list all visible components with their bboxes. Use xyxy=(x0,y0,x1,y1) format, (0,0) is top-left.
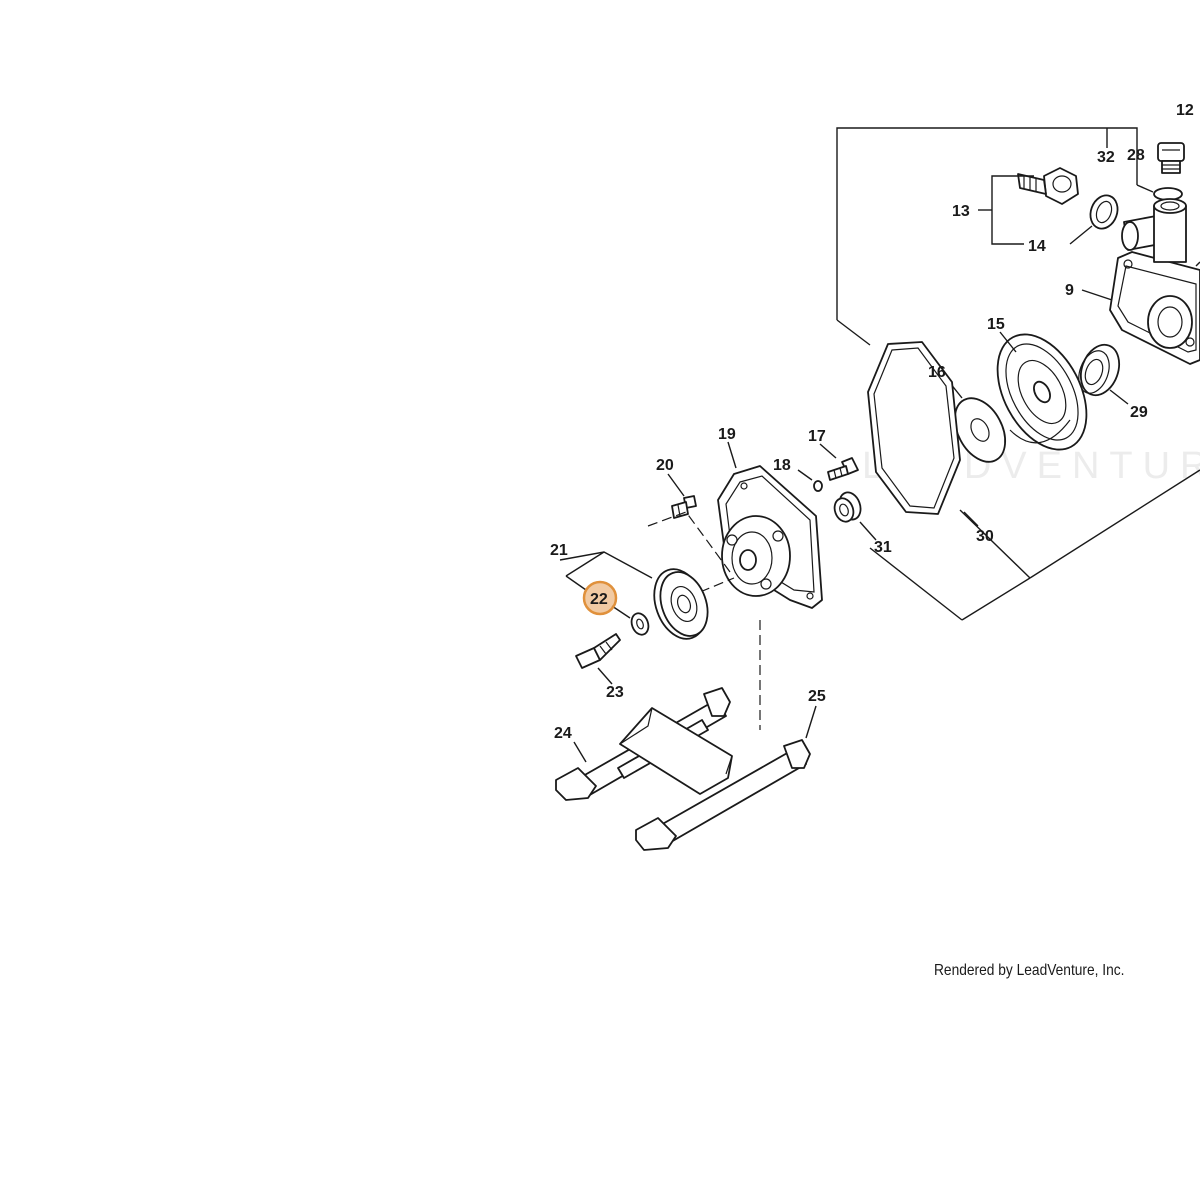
callout-labels: 12 32 28 13 14 9 15 16 29 19 17 18 20 31… xyxy=(550,102,1194,742)
callout-19[interactable]: 19 xyxy=(718,426,736,443)
callout-9[interactable]: 9 xyxy=(1065,282,1074,299)
callout-29[interactable]: 29 xyxy=(1130,404,1148,421)
callout-17[interactable]: 17 xyxy=(808,428,826,445)
bracket-21 xyxy=(559,551,653,591)
bracket-13-14 xyxy=(978,175,1093,245)
part-19-mount-housing[interactable] xyxy=(717,441,823,609)
part-18-small-o-ring[interactable] xyxy=(797,469,823,492)
callout-24[interactable]: 24 xyxy=(554,725,572,742)
callout-32[interactable]: 32 xyxy=(1097,149,1115,166)
callout-23[interactable]: 23 xyxy=(606,684,624,701)
part-31-seal[interactable] xyxy=(831,489,877,541)
callout-14[interactable]: 14 xyxy=(1028,238,1046,255)
part-22-bearing[interactable] xyxy=(611,605,651,637)
callout-28[interactable]: 28 xyxy=(1127,147,1145,164)
callout-30[interactable]: 30 xyxy=(976,528,994,545)
callout-21[interactable]: 21 xyxy=(550,542,568,559)
part-21-bearing-plate[interactable] xyxy=(645,562,716,646)
part-12-plug[interactable] xyxy=(1157,142,1185,174)
part-9-pump-housing[interactable] xyxy=(1081,198,1200,365)
callout-13[interactable]: 13 xyxy=(952,203,970,220)
callout-16[interactable]: 16 xyxy=(928,364,946,381)
part-15-impeller[interactable] xyxy=(979,319,1104,464)
part-13-fitting[interactable] xyxy=(1017,167,1079,205)
part-23-shaft[interactable] xyxy=(575,633,621,685)
render-credit: Rendered by LeadVenture, Inc. xyxy=(934,962,1125,979)
callout-25[interactable]: 25 xyxy=(808,688,826,705)
callout-12[interactable]: 12 xyxy=(1176,102,1194,119)
callout-20[interactable]: 20 xyxy=(656,457,674,474)
part-30-gasket[interactable] xyxy=(867,341,979,527)
callout-18[interactable]: 18 xyxy=(773,457,791,474)
part-17-bolt[interactable] xyxy=(819,443,859,481)
assembly-dashes xyxy=(647,511,761,730)
part-14-washer[interactable] xyxy=(1086,192,1122,233)
highlight-circle[interactable] xyxy=(582,580,618,616)
part-20-screw[interactable] xyxy=(667,473,697,519)
assembly-frame-lines xyxy=(836,127,1200,621)
part-24-25-base-frame[interactable] xyxy=(555,687,817,851)
part-28-o-ring[interactable] xyxy=(1136,184,1183,201)
callout-22[interactable]: 22 xyxy=(590,591,608,608)
callout-31[interactable]: 31 xyxy=(874,539,892,556)
callout-15[interactable]: 15 xyxy=(987,316,1005,333)
part-29-seal[interactable] xyxy=(1073,339,1129,405)
